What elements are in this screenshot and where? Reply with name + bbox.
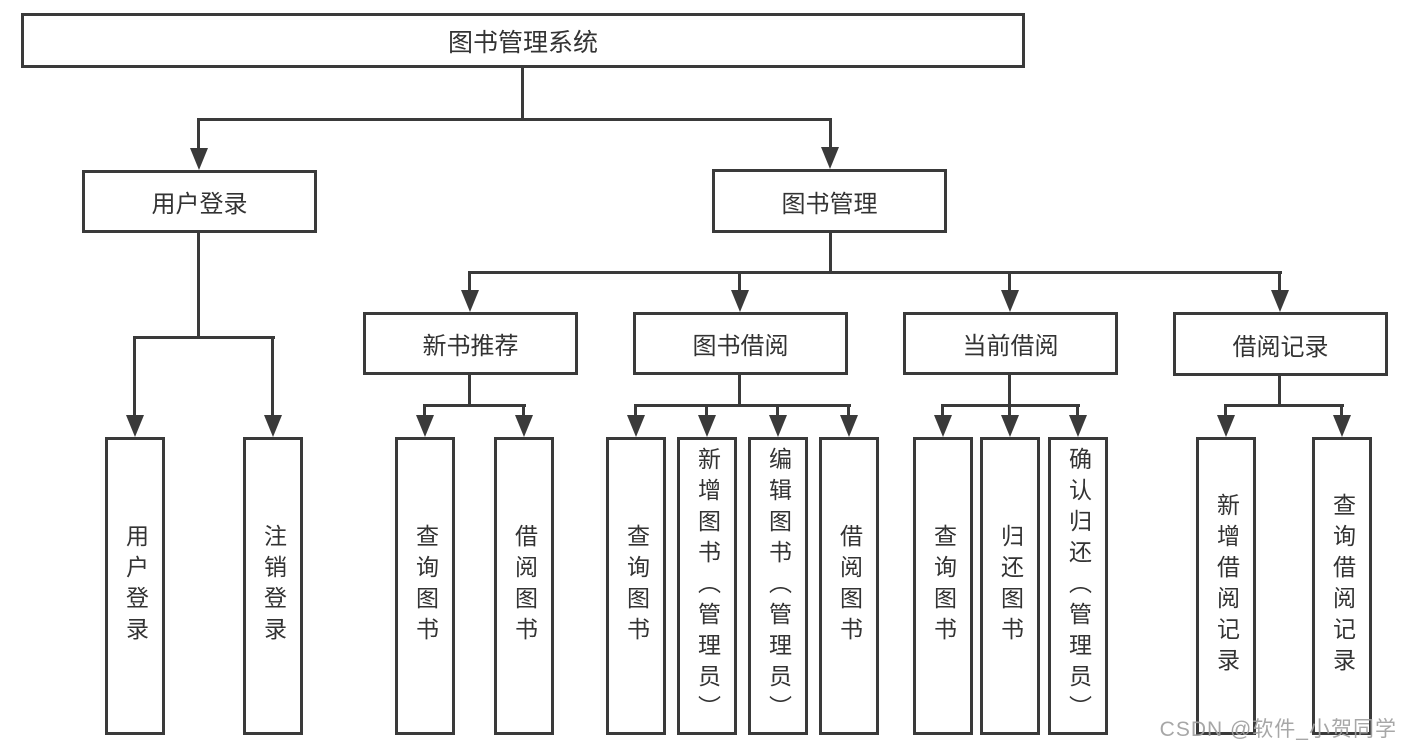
connector-arrow — [627, 415, 645, 437]
leaf-query-books-borrowing-label: 查询图书 — [623, 524, 650, 648]
leaf-return-books: 归还图书 — [980, 437, 1040, 735]
connector-line — [941, 404, 944, 417]
connector-line — [705, 404, 708, 417]
connector-arrow — [821, 147, 839, 169]
connector-line — [1278, 376, 1281, 406]
connector-arrow — [264, 415, 282, 437]
node-current-borrowing-label: 当前借阅 — [962, 333, 1059, 360]
leaf-logout-label: 注销登录 — [260, 524, 287, 648]
leaf-add-borrow-record: 新增借阅记录 — [1196, 437, 1256, 735]
node-book-borrowing-label: 图书借阅 — [692, 333, 789, 360]
connector-line — [423, 404, 526, 407]
node-current-borrowing: 当前借阅 — [903, 312, 1118, 375]
node-user-login-group: 用户登录 — [82, 170, 317, 233]
leaf-confirm-return-admin: 确认归还（管理员） — [1048, 437, 1108, 735]
connector-line — [423, 404, 426, 417]
leaf-confirm-return-admin-label: 确认归还（管理员） — [1065, 446, 1092, 726]
connector-line — [634, 404, 851, 407]
connector-line — [1278, 271, 1281, 291]
connector-line — [776, 404, 779, 417]
node-borrow-records: 借阅记录 — [1173, 312, 1388, 376]
leaf-add-book-admin: 新增图书（管理员） — [677, 437, 737, 735]
connector-arrow — [1333, 415, 1351, 437]
leaf-add-borrow-record-label: 新增借阅记录 — [1213, 493, 1240, 679]
connector-line — [1008, 271, 1011, 291]
connector-arrow — [416, 415, 434, 437]
connector-line — [197, 118, 200, 148]
leaf-edit-book-admin-label: 编辑图书（管理员） — [765, 446, 792, 726]
connector-line — [521, 68, 524, 118]
node-book-borrowing: 图书借阅 — [633, 312, 848, 375]
leaf-query-books-borrowing: 查询图书 — [606, 437, 666, 735]
connector-arrow — [190, 148, 208, 170]
node-library-system-label: 图书管理系统 — [447, 28, 598, 57]
connector-line — [133, 336, 136, 415]
connector-arrow — [769, 415, 787, 437]
connector-arrow — [515, 415, 533, 437]
leaf-borrow-books-borrowing: 借阅图书 — [819, 437, 879, 735]
node-borrow-records-label: 借阅记录 — [1232, 333, 1329, 361]
connector-arrow — [1001, 415, 1019, 437]
connector-line — [829, 233, 832, 271]
connector-arrow — [934, 415, 952, 437]
csdn-watermark: CSDN @软件_小贺同学 — [1159, 718, 1397, 741]
connector-line — [133, 336, 275, 339]
connector-line — [468, 271, 1282, 274]
leaf-add-book-admin-label: 新增图书（管理员） — [694, 446, 721, 726]
leaf-return-books-label: 归还图书 — [997, 524, 1024, 648]
connector-line — [1076, 404, 1079, 417]
connector-arrow — [126, 415, 144, 437]
leaf-query-books-recommend: 查询图书 — [395, 437, 455, 735]
connector-line — [1224, 404, 1227, 417]
node-book-management-label: 图书管理 — [781, 190, 878, 218]
connector-line — [197, 118, 831, 121]
connector-arrow — [731, 290, 749, 312]
connector-arrow — [1271, 290, 1289, 312]
connector-line — [468, 271, 471, 291]
connector-line — [738, 271, 741, 291]
node-new-book-recommend-label: 新书推荐 — [422, 333, 519, 360]
node-library-system: 图书管理系统 — [21, 13, 1025, 68]
connector-arrow — [1217, 415, 1235, 437]
leaf-borrow-books-borrowing-label: 借阅图书 — [836, 524, 863, 648]
connector-arrow — [698, 415, 716, 437]
connector-line — [1340, 404, 1343, 417]
leaf-query-books-current: 查询图书 — [913, 437, 973, 735]
leaf-borrow-books-recommend: 借阅图书 — [494, 437, 554, 735]
connector-arrow — [461, 290, 479, 312]
node-new-book-recommend: 新书推荐 — [363, 312, 578, 375]
connector-line — [522, 404, 525, 417]
leaf-edit-book-admin: 编辑图书（管理员） — [748, 437, 808, 735]
node-user-login-group-label: 用户登录 — [151, 191, 248, 218]
leaf-query-borrow-record-label: 查询借阅记录 — [1329, 493, 1356, 679]
connector-line — [847, 404, 850, 417]
leaf-logout: 注销登录 — [243, 437, 303, 735]
connector-line — [738, 375, 741, 406]
connector-line — [271, 336, 274, 415]
leaf-user-login-label: 用户登录 — [122, 524, 149, 648]
connector-line — [634, 404, 637, 417]
connector-arrow — [1001, 290, 1019, 312]
connector-line — [1224, 404, 1344, 407]
connector-line — [197, 233, 200, 336]
leaf-query-borrow-record: 查询借阅记录 — [1312, 437, 1372, 735]
connector-line — [1008, 404, 1011, 417]
connector-arrow — [1069, 415, 1087, 437]
leaf-query-books-recommend-label: 查询图书 — [412, 524, 439, 648]
connector-line — [468, 375, 471, 406]
leaf-query-books-current-label: 查询图书 — [930, 524, 957, 648]
leaf-user-login: 用户登录 — [105, 437, 165, 735]
node-book-management: 图书管理 — [712, 169, 947, 233]
connector-line — [1008, 375, 1011, 406]
connector-arrow — [840, 415, 858, 437]
connector-line — [829, 118, 832, 147]
leaf-borrow-books-recommend-label: 借阅图书 — [511, 524, 538, 648]
